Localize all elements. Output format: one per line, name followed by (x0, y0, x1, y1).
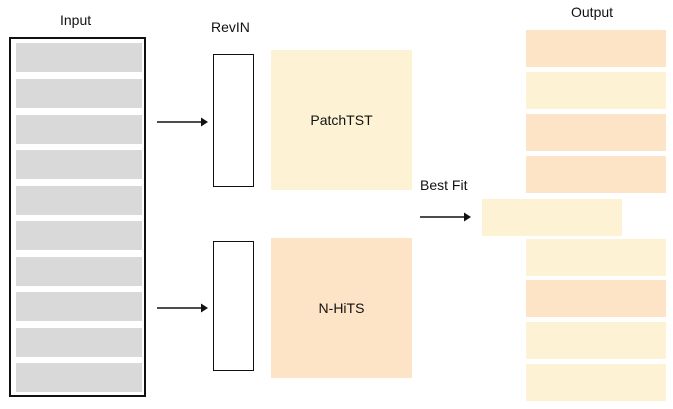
arrow-icon (157, 303, 208, 313)
arrow-icon (157, 117, 208, 127)
output-row (526, 30, 666, 67)
input-row (16, 257, 142, 286)
revin-block-top (213, 54, 254, 187)
revin-label: RevIN (211, 19, 250, 35)
input-row (16, 79, 142, 108)
model-nhits: N-HiTS (271, 238, 412, 378)
best-fit-label: Best Fit (420, 177, 468, 193)
output-row (526, 114, 666, 151)
model-patchtst-label: PatchTST (310, 112, 373, 128)
model-nhits-label: N-HiTS (318, 300, 365, 316)
input-label: Input (60, 12, 92, 28)
input-row (16, 186, 142, 215)
output-row (526, 280, 666, 317)
input-row (16, 292, 142, 321)
input-row (16, 150, 142, 179)
model-patchtst: PatchTST (271, 50, 412, 190)
input-row (16, 328, 142, 357)
input-row (16, 115, 142, 144)
arrow-icon (420, 212, 471, 222)
output-row (526, 239, 666, 276)
revin-block-bottom (213, 241, 254, 371)
output-row (526, 72, 666, 109)
input-row (16, 363, 142, 392)
output-row (526, 156, 666, 193)
input-row (16, 43, 142, 72)
best-fit-block (482, 199, 622, 236)
input-row (16, 221, 142, 250)
output-row (526, 322, 666, 359)
output-label: Output (571, 4, 614, 20)
output-row (526, 364, 666, 401)
input-container (9, 37, 146, 397)
